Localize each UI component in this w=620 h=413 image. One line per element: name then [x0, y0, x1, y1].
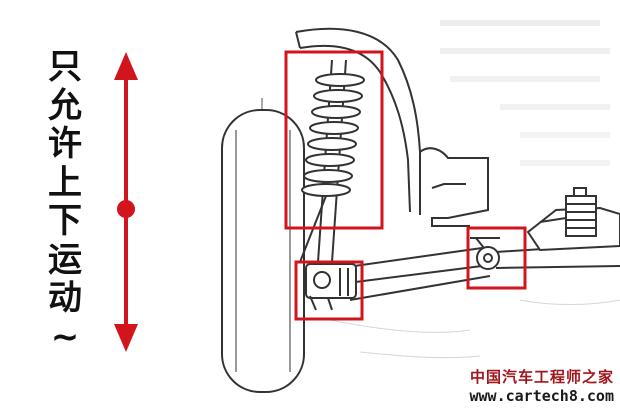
ball-joint-highlight-box: [294, 260, 364, 321]
spring-highlight-box: [284, 50, 384, 230]
bushing-highlight-box: [466, 226, 527, 290]
caption-char: ~: [50, 316, 80, 357]
caption-vertical-text: 只 允 许 上 下 运 动 ~: [40, 48, 90, 356]
faint-background-scan: [440, 20, 610, 166]
subframe: [526, 187, 620, 252]
caption-char: 允: [48, 85, 82, 126]
watermark-url: www.cartech8.com: [469, 387, 615, 405]
wheel-tire: [221, 109, 305, 393]
arm-pivot-bushing: [470, 237, 500, 270]
caption-char: 下: [48, 201, 82, 241]
caption-char: 只: [48, 47, 82, 87]
watermark-site-name: 中国汽车工程师之家: [469, 368, 614, 386]
coil-spring: [301, 73, 365, 197]
highlight-boxes: [284, 50, 527, 321]
caption-char: 运: [48, 239, 82, 280]
ball-joint: [305, 263, 357, 311]
caption-char: 上: [48, 162, 82, 203]
fender-body: [295, 27, 489, 227]
caption-char: 动: [48, 278, 82, 318]
caption-char: 许: [48, 124, 82, 164]
double-headed-arrow-icon: [114, 52, 138, 352]
faint-lower-scan: [329, 299, 620, 359]
watermark: 中国汽车工程师之家 www.cartech8.com: [470, 366, 615, 405]
